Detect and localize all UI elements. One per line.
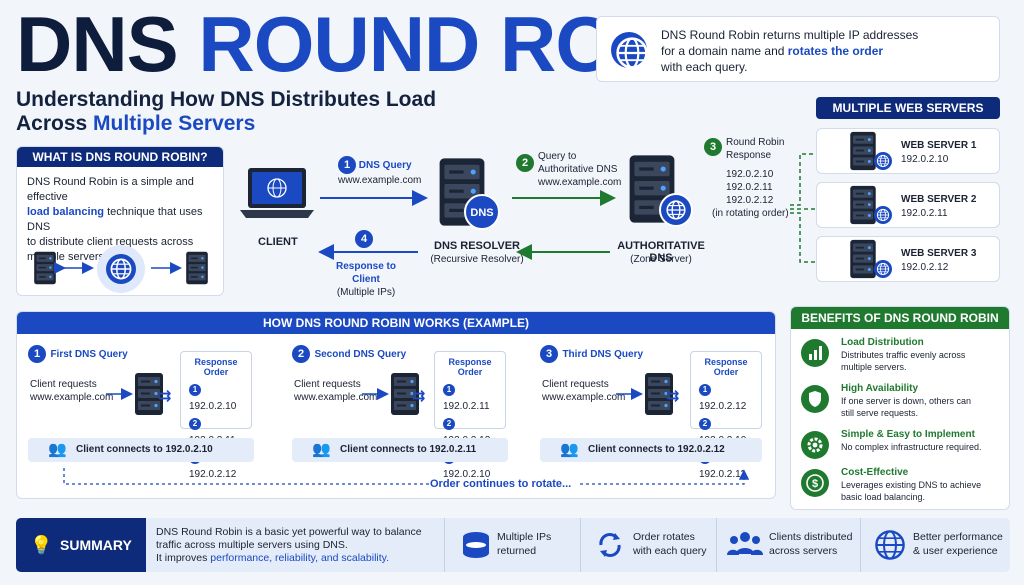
globe-icon <box>875 530 905 560</box>
page-subtitle: Understanding How DNS Distributes Load A… <box>16 88 437 135</box>
query-2-request: Client requests www.example.com <box>294 379 378 403</box>
svg-text:DNS: DNS <box>470 207 493 219</box>
users-icon: 👥 <box>48 441 67 458</box>
web-server-1: WEB SERVER 1 192.0.2.10 <box>816 128 1000 174</box>
load-balancing-illustration <box>34 245 208 293</box>
step4-text: Response to Client (Multiple IPs) <box>335 261 396 298</box>
web-server-2: WEB SERVER 2 192.0.2.11 <box>816 182 1000 228</box>
benefit-high-availability: High Availability If one server is down,… <box>801 383 1007 423</box>
benefits-box: BENEFITS OF DNS ROUND ROBIN Load Distrib… <box>790 306 1010 510</box>
query-3-arrow-icon: ⇉ <box>666 388 680 405</box>
step1-label: 1 DNS Query www.example.com <box>338 156 421 187</box>
benefit-simple: Simple & Easy to Implement No complex in… <box>801 429 1007 469</box>
users-icon: 👥 <box>312 441 331 458</box>
gear-icon <box>801 431 829 459</box>
rotate-icon <box>599 533 621 557</box>
summary-label: 💡 SUMMARY <box>16 518 146 572</box>
svg-text:$: $ <box>812 478 818 490</box>
benefits-header: BENEFITS OF DNS ROUND ROBIN <box>791 307 1009 329</box>
authoritative-dns-sublabel: (Zone Server) <box>630 254 692 265</box>
dollar-icon: $ <box>801 469 829 497</box>
benefit-cost-effective: $ Cost-Effective Leverages existing DNS … <box>801 467 1007 507</box>
query-3-request: Client requests www.example.com <box>542 379 626 403</box>
shield-icon <box>801 385 829 413</box>
query-1-title: 1 First DNS Query <box>28 344 128 363</box>
lightbulb-icon: 💡 <box>30 535 53 555</box>
rotate-text: Order continues to rotate... <box>430 478 572 490</box>
web-server-icon <box>850 185 892 225</box>
client-label: CLIENT <box>258 236 298 248</box>
authoritative-dns-label: AUTHORITATIVE DNS <box>617 240 705 264</box>
query-3-server-icon <box>616 373 673 415</box>
query-2-arrow-icon: ⇉ <box>412 388 426 405</box>
query-1-connect: 👥 Client connects to 192.0.2.10 <box>28 438 254 462</box>
web-server-3: WEB SERVER 3 192.0.2.12 <box>816 236 1000 282</box>
step3-label: 3 Round Robin Response 192.0.2.10 192.0.… <box>704 136 789 220</box>
summary-text: DNS Round Robin is a basic yet powerful … <box>156 526 422 564</box>
what-is-text: DNS Round Robin is a simple and effectiv… <box>27 176 203 263</box>
summary-box: 💡 SUMMARY DNS Round Robin is a basic yet… <box>16 518 1010 572</box>
web-server-icon <box>850 239 892 279</box>
chart-icon <box>801 339 829 367</box>
query-1-request: Client requests www.example.com <box>30 379 114 403</box>
rotate-arrow <box>63 468 750 485</box>
query-1-server-icon <box>106 373 163 415</box>
query-2-connect: 👥 Client connects to 192.0.2.11 <box>292 438 508 462</box>
laptop-icon <box>240 168 314 218</box>
users-icon <box>727 532 763 555</box>
step2-label: 2 Query to Authoritative DNS www.example… <box>516 150 621 189</box>
web-server-icon <box>850 131 892 171</box>
how-it-works-header: HOW DNS ROUND ROBIN WORKS (EXAMPLE) <box>17 312 775 334</box>
dns-resolver-server-icon: DNS <box>439 158 500 230</box>
what-is-header: WHAT IS DNS ROUND ROBIN? <box>17 147 223 167</box>
query-2-title: 2 Second DNS Query <box>292 344 406 363</box>
what-is-box: WHAT IS DNS ROUND ROBIN? DNS Round Robin… <box>16 146 224 296</box>
authoritative-dns-server-icon <box>629 155 693 227</box>
query-3-connect: 👥 Client connects to 192.0.2.12 <box>540 438 762 462</box>
globe-icon <box>611 32 647 68</box>
web-servers-header: MULTIPLE WEB SERVERS <box>816 97 1000 119</box>
flow-arrows <box>318 148 833 268</box>
dns-resolver-label: DNS RESOLVER <box>434 240 520 252</box>
database-icon <box>463 532 489 558</box>
users-icon: 👥 <box>560 441 579 458</box>
summary-item-better-performance: Better performance& user experience <box>860 518 1010 572</box>
intro-box: DNS Round Robin returns multiple IP addr… <box>596 16 1000 82</box>
query-2-server-icon <box>362 373 419 415</box>
step4-label: 4 <box>326 230 402 248</box>
query-1-arrow-icon: ⇉ <box>158 388 172 405</box>
dns-resolver-sublabel: (Recursive Resolver) <box>430 254 524 265</box>
query-3-title: 3 Third DNS Query <box>540 344 643 363</box>
benefit-load-distribution: Load Distribution Distributes traffic ev… <box>801 337 1007 377</box>
